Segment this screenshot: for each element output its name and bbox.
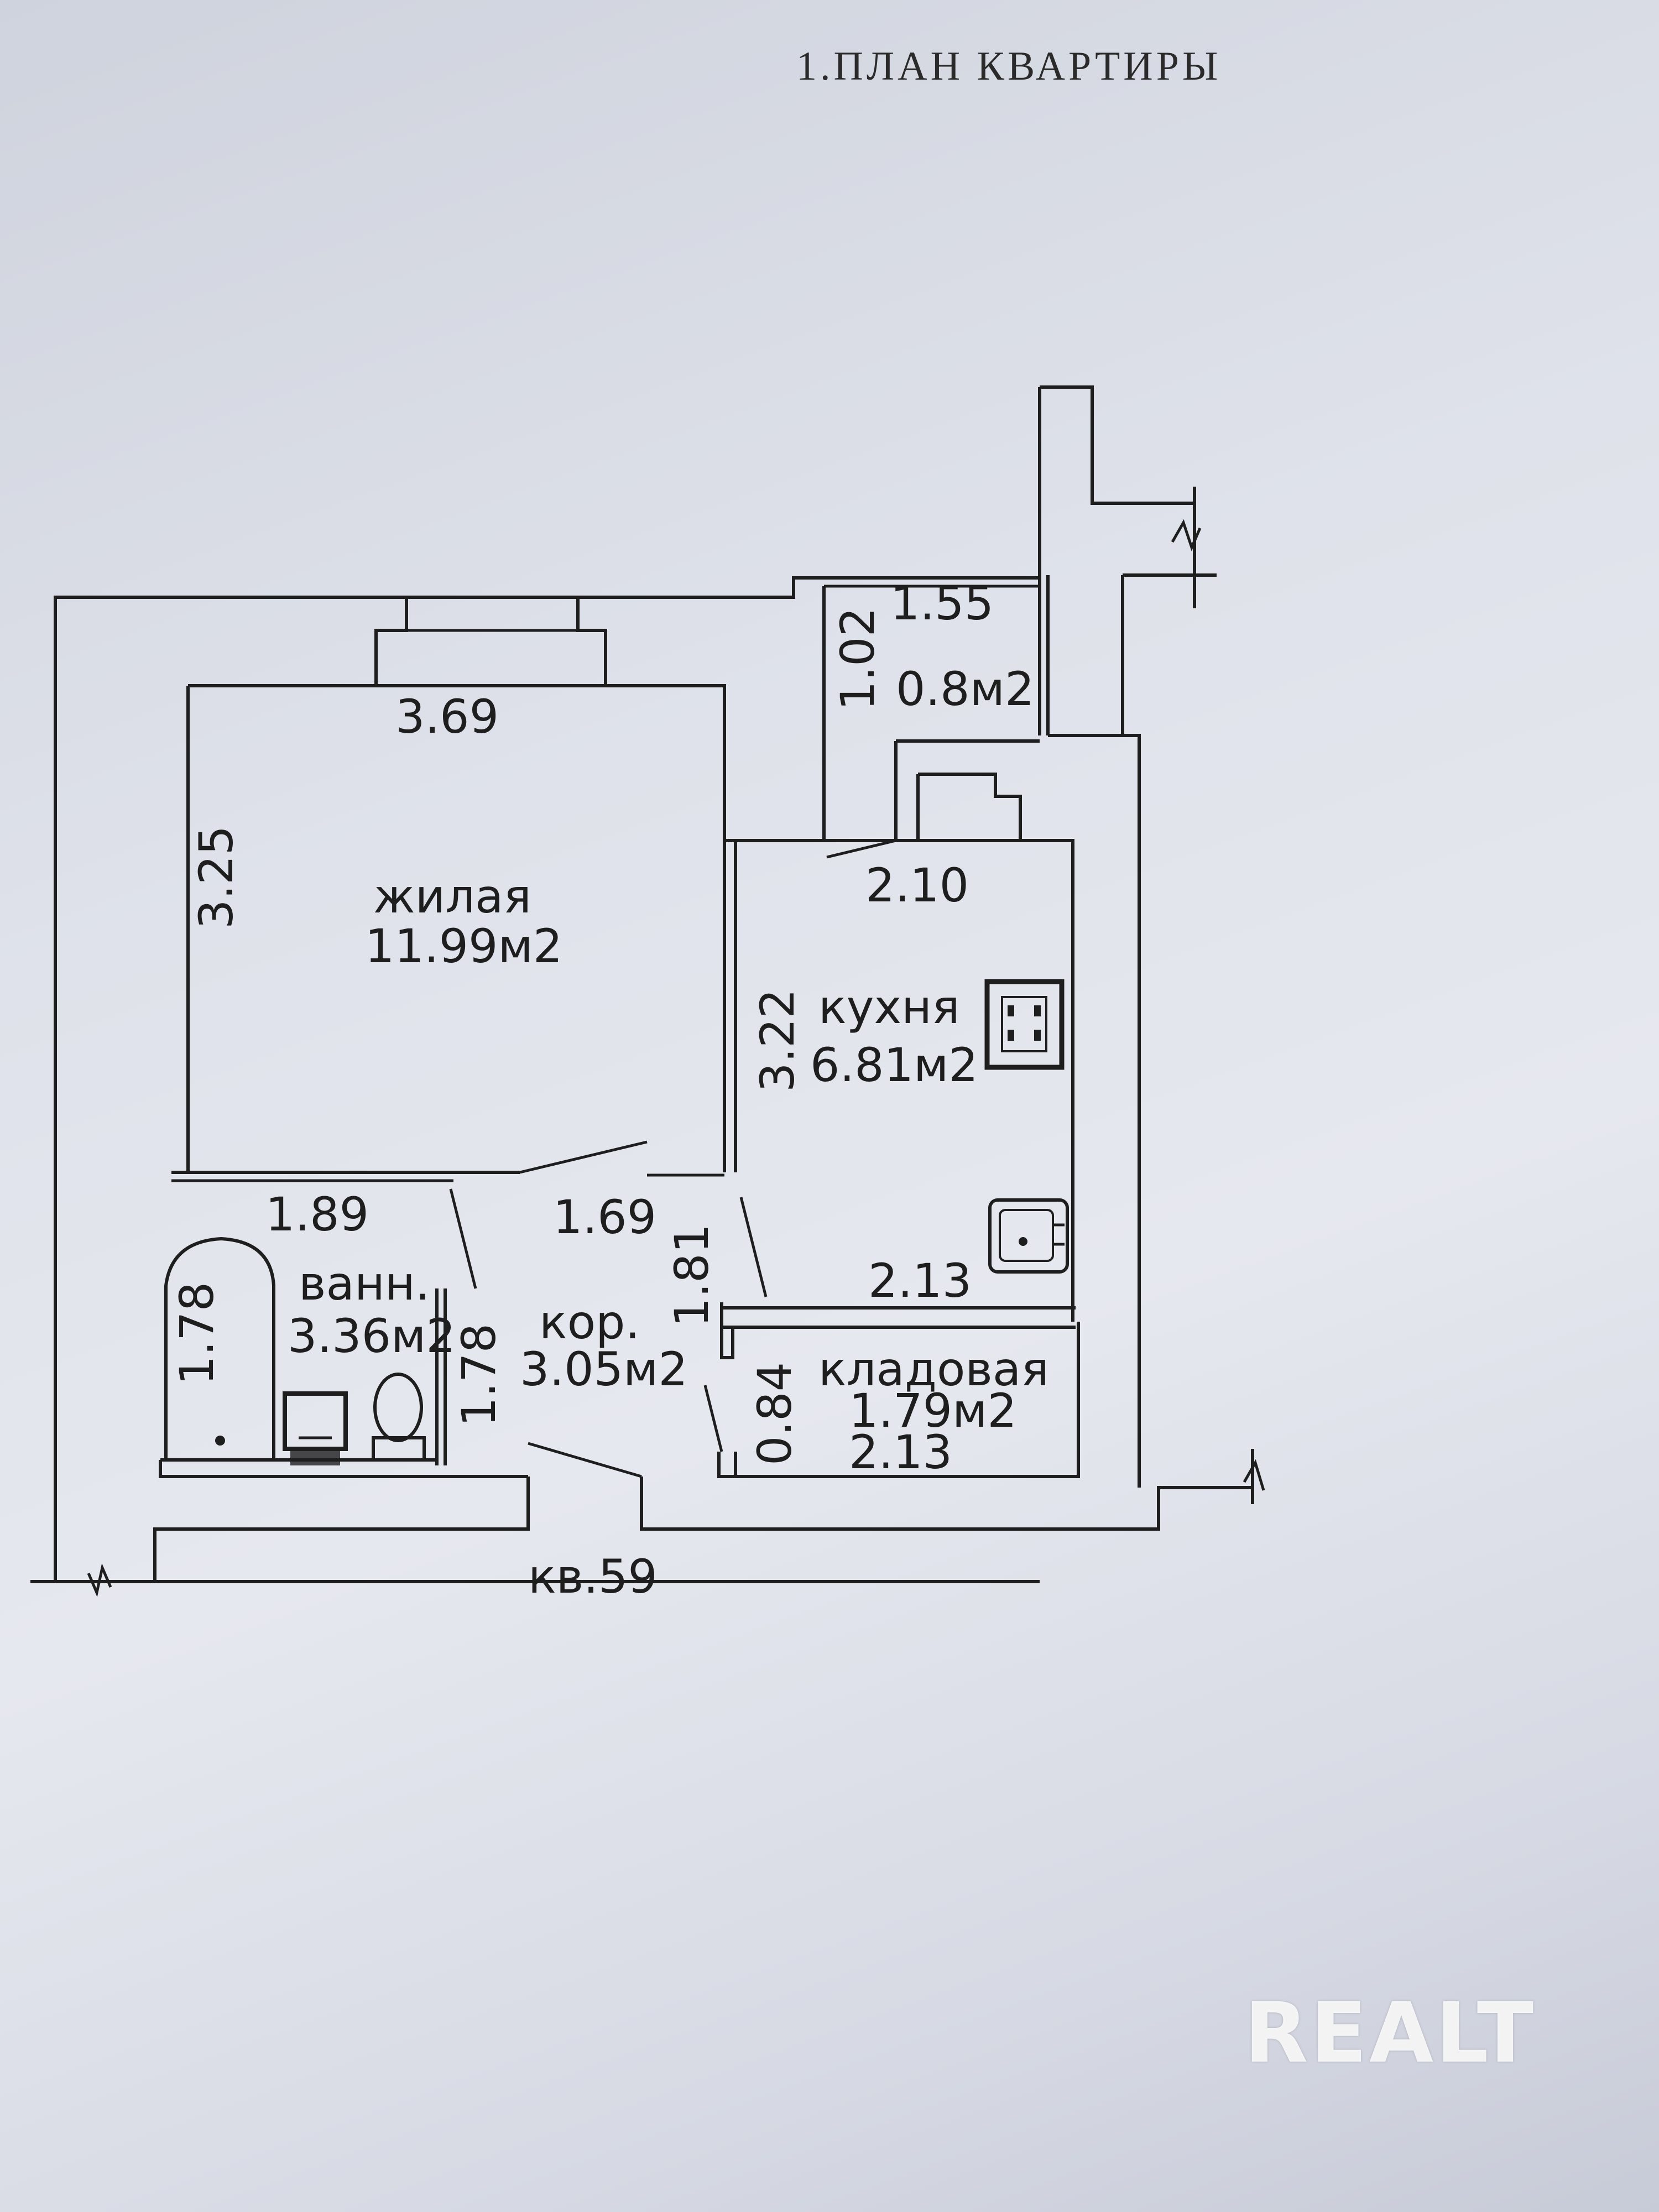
balcony-area-label: 0.8м2 (896, 662, 1034, 716)
corridor-width-label: 1.69 (553, 1190, 656, 1244)
living-width-label: 3.69 (395, 690, 499, 744)
bathtub-icon (164, 1237, 275, 1460)
bath-width-label: 1.89 (265, 1187, 369, 1241)
storage-area-label: 1.79м2 (849, 1384, 1017, 1438)
realt-watermark: REALT (1244, 1985, 1536, 2081)
stove-icon (984, 979, 1065, 1070)
living-room (171, 684, 726, 1182)
kitchen-sink-icon (988, 1198, 1069, 1274)
kitchen-name-label: кухня (818, 980, 960, 1034)
kitchen-depth-label: 3.22 (750, 989, 805, 1092)
corridor-area-label: 3.05м2 (520, 1342, 688, 1396)
page-title: 1.ПЛАН КВАРТИРЫ (796, 44, 1222, 89)
washbasin-icon (283, 1391, 348, 1465)
outer-walls (30, 385, 1254, 1583)
storage-depth-label: 0.84 (748, 1362, 802, 1465)
kitchen-area-label: 6.81м2 (810, 1038, 978, 1092)
corridor-depth-label: 1.81 (665, 1224, 719, 1327)
toilet-icon (372, 1373, 426, 1462)
living-name-label: жилая (373, 869, 531, 924)
corridor-name-label: кор. (539, 1295, 640, 1349)
kitchen (647, 741, 1074, 1322)
living-depth-label: 3.25 (189, 826, 243, 929)
balcony-width-label: 1.55 (890, 576, 994, 630)
window-living (374, 597, 607, 686)
bath-name-label: ванн. (299, 1256, 430, 1311)
living-area-label: 11.99м2 (365, 919, 562, 973)
kitchen-top-width-label: 2.10 (865, 858, 969, 912)
storage-width-label: 2.13 (849, 1425, 952, 1479)
storage-room (703, 1302, 1080, 1478)
storage-name-label: кладовая (818, 1342, 1049, 1396)
apartment-number-label: кв.59 (528, 1550, 658, 1604)
balcony-depth-label: 1.02 (831, 607, 885, 711)
bath-depth-right-label: 1.78 (452, 1323, 506, 1427)
break-marks (87, 519, 1265, 1598)
kitchen-bottom-width-label: 2.13 (868, 1254, 972, 1308)
bath-area-label: 3.36м2 (288, 1309, 456, 1363)
bath-depth-left-label: 1.78 (170, 1282, 224, 1385)
